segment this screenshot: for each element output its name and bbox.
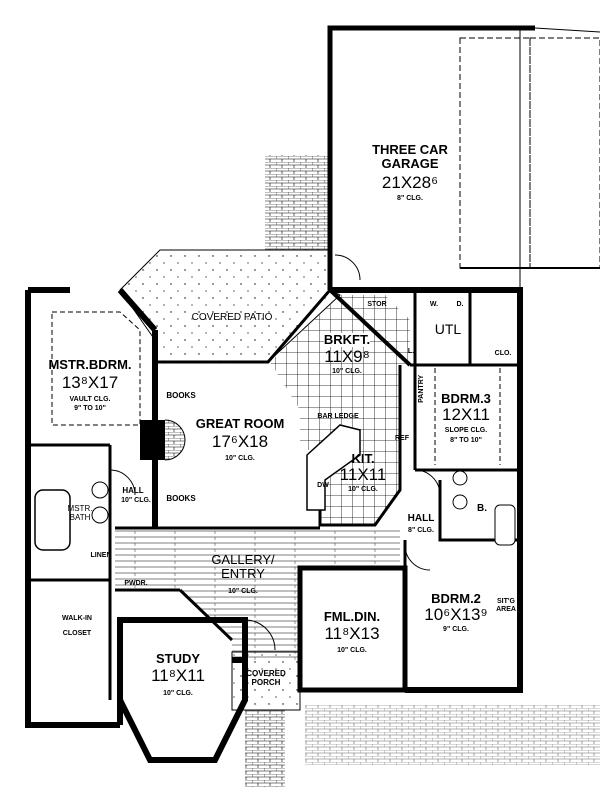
dryer-label: D. [456, 301, 464, 308]
breakfast-dim: 11X9⁸ [324, 347, 370, 366]
garage-clg: 8" CLG. [397, 195, 423, 202]
brick-terrace [285, 705, 600, 765]
dw-label: DW [317, 482, 329, 489]
doors [109, 254, 441, 651]
garage-dim: 21X28⁶ [381, 173, 439, 192]
bedroom2-clg: 9" CLG. [443, 626, 469, 633]
gallery-clg: 10" CLG. [228, 588, 258, 595]
great-room-clg: 10" CLG. [225, 455, 255, 462]
bedroom3-clg2: 8" TO 10" [450, 437, 482, 444]
bedroom2-dim: 10⁶X13⁹ [424, 605, 488, 624]
master-bedroom-clg: VAULT CLG. [69, 396, 111, 403]
bedroom3-clg: SLOPE CLG. [444, 427, 488, 434]
linen-small-label: L. [407, 348, 415, 355]
bar-ledge-label: BAR LEDGE [317, 413, 359, 420]
covered-patio-label: COVERED PATIO [191, 312, 273, 323]
kitchen-island [306, 424, 361, 511]
brick-walkway [245, 710, 285, 787]
bedroom3-name: BDRM.3 [441, 391, 491, 406]
great-room-name: GREAT ROOM [195, 416, 285, 431]
slope-outline [434, 368, 501, 465]
walk-in-closet-label: WALK-IN CLOSET [62, 615, 92, 638]
sink [452, 494, 468, 510]
ref-label: REF [395, 435, 409, 442]
brick-wall [265, 155, 330, 250]
garage-name-2: GARAGE [381, 156, 439, 172]
covered-porch-name-2: PORCH [251, 677, 281, 687]
sitting-area-name: SIT'G [497, 598, 515, 605]
hearth [164, 419, 186, 461]
powder-label: PWDR. [124, 580, 148, 587]
kitchen-clg: 10" CLG. [348, 486, 378, 493]
covered-porch-name: COVERED [246, 669, 286, 678]
books-top: BOOKS [166, 391, 196, 400]
vault-outline [51, 311, 141, 426]
sink [91, 506, 109, 524]
utility-label: UTL [434, 321, 462, 337]
bath-label: B. [477, 503, 487, 514]
bedroom2-name: BDRM.2 [431, 591, 481, 606]
master-bedroom-clg2: 9" TO 10" [74, 405, 106, 412]
hall-left-name: HALL [122, 486, 144, 495]
sink [452, 470, 468, 486]
garage-walls [327, 25, 600, 290]
interior-walls [28, 290, 520, 700]
study-clg: 10" CLG. [163, 690, 193, 697]
walk-in-closet-name: WALK-IN [62, 615, 92, 622]
hall-right-clg: 8" CLG. [408, 527, 434, 534]
gallery-name-2: ENTRY [221, 566, 265, 581]
master-bath-name: MSTR. [67, 504, 93, 513]
linen-label: LINEN [90, 552, 112, 559]
family-dining-name: FML.DIN. [323, 609, 381, 624]
breakfast-clg: 10" CLG. [332, 368, 362, 375]
sink [91, 481, 109, 499]
gallery-floor [115, 528, 400, 660]
bathtub [34, 489, 71, 551]
books-bottom: BOOKS [166, 494, 196, 503]
gallery-name: GALLERY/ [211, 552, 275, 567]
master-bath-label: MSTR.BATH [67, 504, 93, 523]
hall-left-clg: 10" CLG. [121, 497, 151, 504]
kitchen-dim: 11X11 [339, 465, 387, 484]
fireplace [140, 420, 165, 460]
study-name: STUDY [155, 651, 201, 666]
bedroom3-dim: 12X11 [442, 405, 490, 424]
breakfast-name: BRKFT. [323, 332, 371, 348]
walk-in-closet-name-2: CLOSET [62, 630, 92, 638]
family-dining-dim: 11⁸X13 [324, 624, 380, 643]
bathtub [494, 504, 516, 546]
master-bath-name-2: BATH [69, 512, 91, 522]
sitting-area-name-2: AREA [496, 605, 516, 613]
washer-label: W. [429, 301, 439, 308]
pantry-label: PANTRY [418, 374, 426, 403]
master-bedroom-name: MSTR.BDRM. [48, 357, 132, 372]
hall-right-name: HALL [407, 513, 435, 524]
master-bedroom-dim: 13⁸X17 [61, 373, 119, 392]
kitchen-tile-floor [270, 295, 410, 525]
great-room-dim: 17⁶X18 [211, 432, 269, 451]
garage-name: THREE CAR [372, 142, 448, 157]
closet-label: CLO. [494, 350, 512, 357]
kitchen-name: KIT. [351, 451, 375, 466]
study-dim: 11⁸X11 [151, 666, 205, 685]
family-dining-clg: 10" CLG. [337, 647, 367, 654]
stor-label: STOR [367, 301, 387, 308]
